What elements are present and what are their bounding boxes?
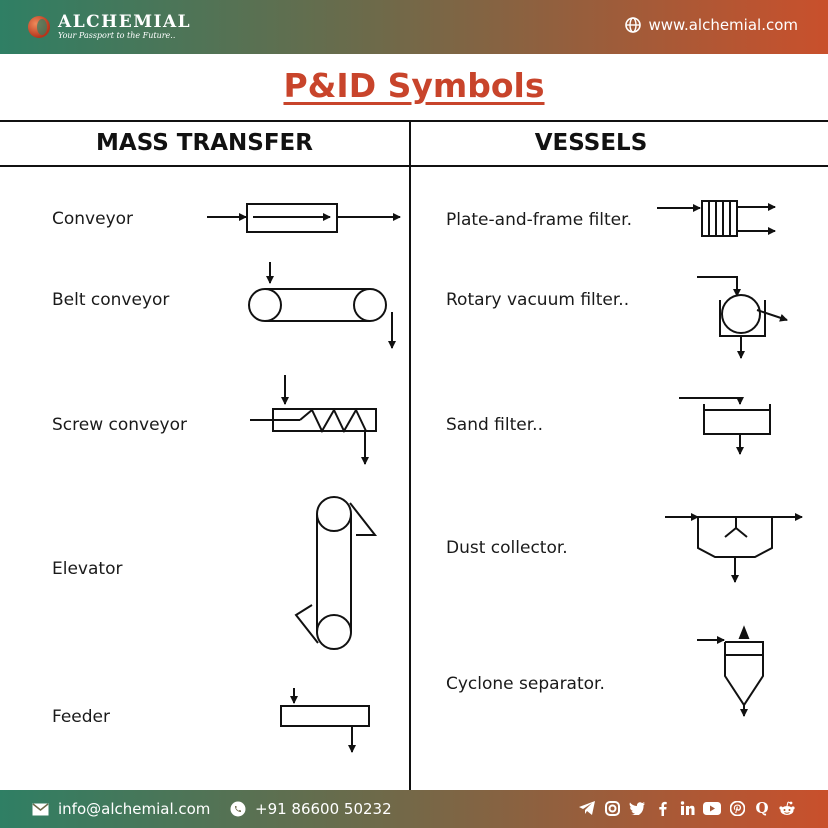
label-feeder: Feeder: [52, 707, 111, 727]
brand-name: ALCHEMIAL: [58, 12, 192, 32]
column-header-mass-transfer: MASS TRANSFER: [96, 130, 313, 156]
label-dust-collector: Dust collector.: [446, 538, 568, 558]
label-rotary-vacuum-filter: Rotary vacuum filter..: [446, 290, 630, 310]
table-top-border: [0, 120, 828, 122]
brand-tagline: Your Passport to the Future..: [58, 31, 176, 40]
rotary-vacuum-filter-symbol: [697, 276, 788, 359]
logo-icon: [28, 16, 50, 38]
elevator-symbol: [294, 496, 378, 650]
belt-conveyor-symbol: [248, 262, 396, 349]
label-sand-filter: Sand filter..: [446, 415, 543, 435]
cyclone-separator-symbol: [697, 625, 764, 717]
telegram-icon[interactable]: [578, 799, 596, 817]
phone-text: +91 86600 50232: [255, 800, 392, 818]
table-header-border: [0, 165, 828, 167]
label-elevator: Elevator: [52, 559, 123, 579]
label-plate-frame-filter: Plate-and-frame filter.: [446, 210, 632, 230]
quora-icon[interactable]: Q: [755, 799, 769, 817]
conveyor-symbol: [207, 203, 401, 233]
email-link[interactable]: info@alchemial.com: [32, 800, 210, 818]
brand-logo[interactable]: ALCHEMIAL Your Passport to the Future..: [28, 10, 191, 44]
page-title: P&ID Symbols: [283, 66, 545, 105]
header-bar: ALCHEMIAL Your Passport to the Future.. …: [0, 0, 828, 54]
reddit-icon[interactable]: [778, 799, 796, 817]
whatsapp-icon: [230, 801, 246, 817]
youtube-icon[interactable]: [703, 799, 721, 817]
screw-conveyor-symbol: [250, 375, 377, 465]
column-header-vessels: VESSELS: [534, 130, 648, 156]
footer-bar: info@alchemial.com +91 86600 50232 Q: [0, 790, 828, 828]
linkedin-icon[interactable]: [678, 799, 696, 817]
mail-icon: [32, 802, 49, 815]
column-divider: [409, 121, 411, 791]
label-conveyor: Conveyor: [52, 209, 134, 229]
phone-link[interactable]: +91 86600 50232: [230, 800, 392, 818]
social-links: Q: [578, 799, 796, 817]
instagram-icon[interactable]: [603, 799, 621, 817]
website-link[interactable]: www.alchemial.com: [624, 16, 798, 34]
label-belt-conveyor: Belt conveyor: [52, 290, 170, 310]
email-text: info@alchemial.com: [58, 800, 211, 818]
twitter-icon[interactable]: [628, 799, 646, 817]
label-cyclone-separator: Cyclone separator.: [446, 674, 605, 694]
label-screw-conveyor: Screw conveyor: [52, 415, 188, 435]
globe-icon: [624, 17, 641, 33]
website-text: www.alchemial.com: [648, 16, 798, 34]
facebook-icon[interactable]: [653, 799, 671, 817]
pinterest-icon[interactable]: [728, 799, 746, 817]
plate-frame-filter-symbol: [657, 200, 776, 237]
feeder-symbol: [280, 688, 370, 753]
sand-filter-symbol: [679, 397, 771, 455]
dust-collector-symbol: [665, 513, 803, 583]
